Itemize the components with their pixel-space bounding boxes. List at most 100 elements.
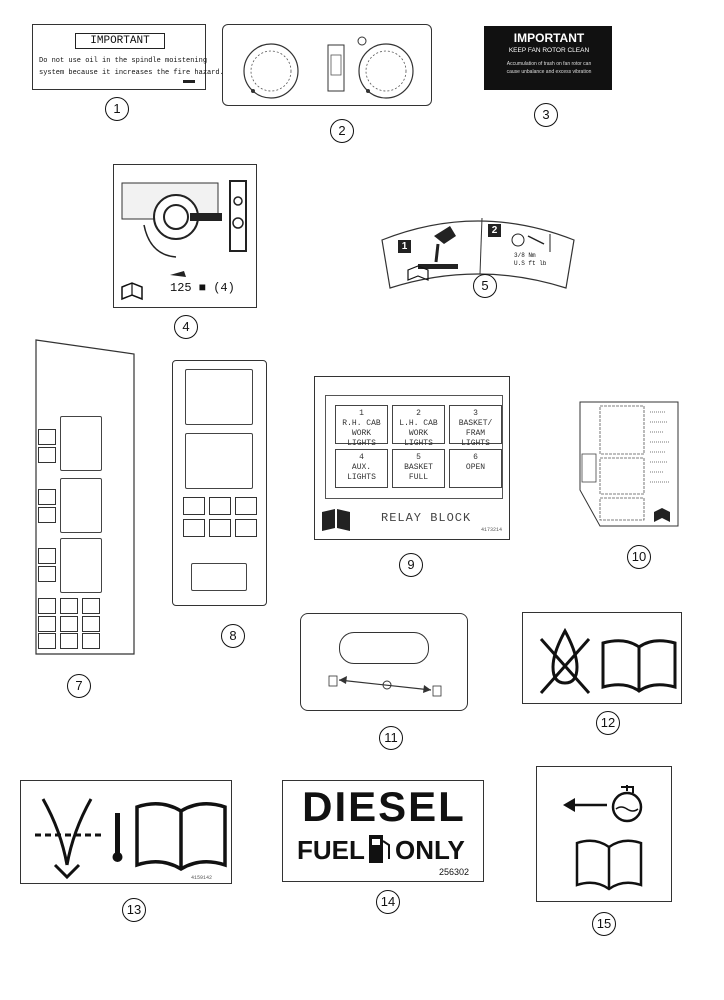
decal-3-keep-fan-rotor-clean: IMPORTANT KEEP FAN ROTOR CLEAN Accumulat… — [484, 26, 612, 90]
decal-5-step-2: 2 — [488, 224, 501, 237]
decal-13-symbols — [35, 798, 227, 880]
decal-7-window-2 — [60, 478, 102, 533]
callout-3: 3 — [534, 103, 558, 127]
decal-8-monitor-panel — [172, 360, 267, 606]
decal-8-window-top — [185, 369, 253, 425]
decal-8-window-bottom — [191, 563, 247, 591]
decal-7-button — [82, 633, 100, 649]
decal-11-lever-direction — [300, 613, 468, 711]
callout-4: 4 — [174, 315, 198, 339]
oil-drop-icon — [551, 627, 579, 685]
decal-7-button — [38, 429, 56, 445]
decal-5-spec-1: 3/8 Nm — [514, 252, 536, 259]
manual-book-icon — [322, 509, 350, 531]
callout-15: 15 — [592, 912, 616, 936]
relay-cell-5-line-1: BASKET FULL — [404, 463, 433, 482]
decal-7-button — [38, 489, 56, 505]
fuel-pump-icon — [369, 835, 390, 863]
decal-1-line-1: Do not use oil in the spindle moistening — [39, 57, 208, 65]
decal-7-button — [38, 507, 56, 523]
decal-11-arrows — [328, 675, 442, 697]
decal-7-button — [60, 633, 78, 649]
decal-8-button — [183, 519, 205, 537]
callout-8: 8 — [221, 624, 245, 648]
decal-1-mark — [183, 80, 195, 83]
decal-7-button — [38, 633, 56, 649]
decal-7-button — [38, 566, 56, 582]
manual-book-icon — [601, 639, 677, 693]
decal-9-caption: RELAY BLOCK — [381, 511, 472, 525]
decal-5-service-steps: 1 2 3/8 Nm U.S ft lb — [378, 210, 578, 289]
relay-cell-3-num: 3 — [473, 409, 478, 418]
decal-15-coolant-check — [536, 766, 672, 902]
callout-13: 13 — [122, 898, 146, 922]
decal-9-part-number: 4173214 — [481, 527, 503, 533]
decal-7-button — [38, 616, 56, 632]
decal-9-relay-block: 1 R.H. CAB WORK LIGHTS 2 L.H. CAB WORK L… — [314, 376, 510, 540]
spindle-drawing — [121, 180, 247, 301]
decal-2-gauge-panel — [222, 24, 432, 106]
decal-8-button — [209, 497, 231, 515]
decal-7-control-panel — [30, 336, 138, 658]
callout-12: 12 — [596, 711, 620, 735]
decal-8-button — [235, 519, 257, 537]
decal-12-no-oil — [522, 612, 682, 704]
decal-7-window-3 — [60, 538, 102, 593]
relay-cell-1-line-1: R.H. CAB — [342, 419, 381, 428]
decal-5-step-1: 1 — [398, 240, 411, 253]
relay-cell-2-num: 2 — [416, 409, 421, 418]
relay-cell-3: 3 BASKET/ FRAM LIGHTS — [449, 405, 502, 448]
decal-7-button — [38, 548, 56, 564]
fuse-chart-drawing — [579, 401, 679, 527]
decal-14-only: ONLY — [395, 835, 465, 865]
decal-5-arc-shape — [381, 217, 575, 289]
decal-13-part-number: 4159142 — [191, 875, 213, 881]
decal-1-line-2: system because it increases the fire haz… — [39, 69, 224, 77]
fan-airflow-icon — [41, 798, 93, 880]
relay-cell-5-num: 5 — [416, 453, 421, 462]
relay-cell-2-line-1: L.H. CAB — [399, 419, 438, 428]
manual-book-icon — [575, 839, 643, 891]
decal-3-subtitle: KEEP FAN ROTOR CLEAN — [508, 47, 590, 54]
decal-8-button — [209, 519, 231, 537]
gauge-panel-drawing — [243, 36, 414, 99]
decal-14-diesel-fuel-only: DIESEL FUEL ONLY 256302 — [282, 780, 484, 882]
decal-5-spec-2: U.S ft lb — [514, 260, 547, 267]
relay-cell-6-num: 6 — [473, 453, 478, 462]
coolant-tank-icon — [621, 785, 634, 793]
decal-3-line-1: Accumulation of trash on fan rotor can — [506, 61, 592, 67]
decal-1-important-spindle: IMPORTANT Do not use oil in the spindle … — [32, 24, 224, 90]
relay-cell-1-line-2: WORK LIGHTS — [347, 429, 376, 448]
decal-7-button — [38, 598, 56, 614]
relay-cell-3-line-2: FRAM LIGHTS — [461, 429, 490, 448]
callout-2: 2 — [330, 119, 354, 143]
relay-cell-5: 5 BASKET FULL — [392, 449, 445, 488]
relay-cell-2-line-2: WORK LIGHTS — [404, 429, 433, 448]
decal-7-button — [82, 616, 100, 632]
relay-cell-6-line-1: OPEN — [465, 463, 486, 472]
decal-8-window-middle — [185, 433, 253, 489]
decal-7-button — [82, 598, 100, 614]
decal-14-part-number: 256302 — [439, 867, 470, 877]
relay-cell-4-num: 4 — [359, 453, 364, 462]
decal-7-button — [60, 598, 78, 614]
relay-cell-3-line-1: BASKET/ — [458, 419, 493, 428]
decal-9-frame — [325, 395, 503, 499]
decal-4-value: 125 ■ (4) — [170, 281, 235, 295]
decal-8-button — [235, 497, 257, 515]
callout-14: 14 — [376, 890, 400, 914]
relay-cell-1-num: 1 — [359, 409, 364, 418]
decal-7-button — [38, 447, 56, 463]
decal-14-fuel: FUEL — [297, 835, 365, 865]
relay-cell-2: 2 L.H. CAB WORK LIGHTS — [392, 405, 445, 448]
callout-1: 1 — [105, 97, 129, 121]
relay-cell-6: 6 OPEN — [449, 449, 502, 488]
decal-8-button — [183, 497, 205, 515]
decal-14-diesel: DIESEL — [302, 783, 466, 830]
decal-1-title: IMPORTANT — [75, 33, 165, 49]
relay-cell-4-line-1: AUX. LIGHTS — [347, 463, 376, 482]
decal-4-spindle-lubrication: 125 ■ (4) — [113, 164, 257, 308]
callout-11: 11 — [379, 726, 403, 750]
decal-7-window-1 — [60, 416, 102, 471]
decal-13-temperature-manual: 4159142 — [20, 780, 232, 884]
